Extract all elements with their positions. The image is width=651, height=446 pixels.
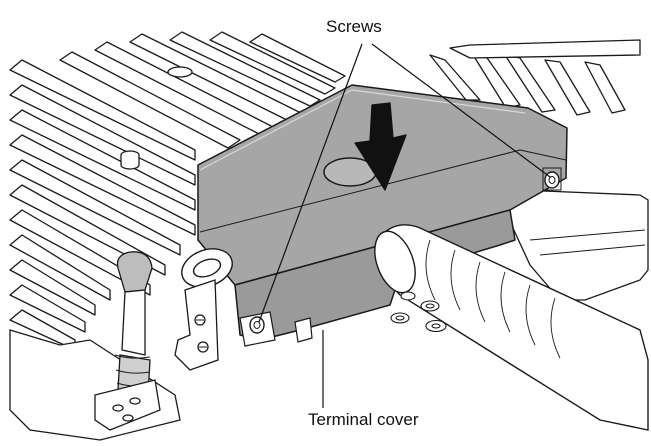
arrow-down-icon (354, 102, 407, 191)
screw-recess-right (542, 167, 562, 191)
latch-ring (181, 248, 233, 288)
leader-lines (258, 43, 551, 408)
terminal-cover-edge-highlight (199, 89, 526, 171)
callout-terminal-cover: Terminal cover (306, 410, 421, 430)
heat-sink-fins-left (9, 59, 196, 351)
latch-bracket (174, 279, 219, 371)
housing-base-right (499, 189, 649, 301)
leader-screws-left (258, 43, 363, 323)
release-handle (94, 251, 161, 431)
mounting-boss (120, 66, 193, 170)
flexible-conduit (374, 224, 649, 431)
screw-icon (249, 316, 265, 334)
heat-sink-fins-top (59, 31, 346, 149)
housing-edge-right (529, 229, 646, 256)
leader-screws-right (371, 43, 551, 178)
terminal-cover-fold-line (199, 149, 567, 233)
heat-sink-fins-right (429, 39, 641, 116)
hex-nuts (390, 291, 447, 333)
callout-screws: Screws (324, 17, 384, 37)
